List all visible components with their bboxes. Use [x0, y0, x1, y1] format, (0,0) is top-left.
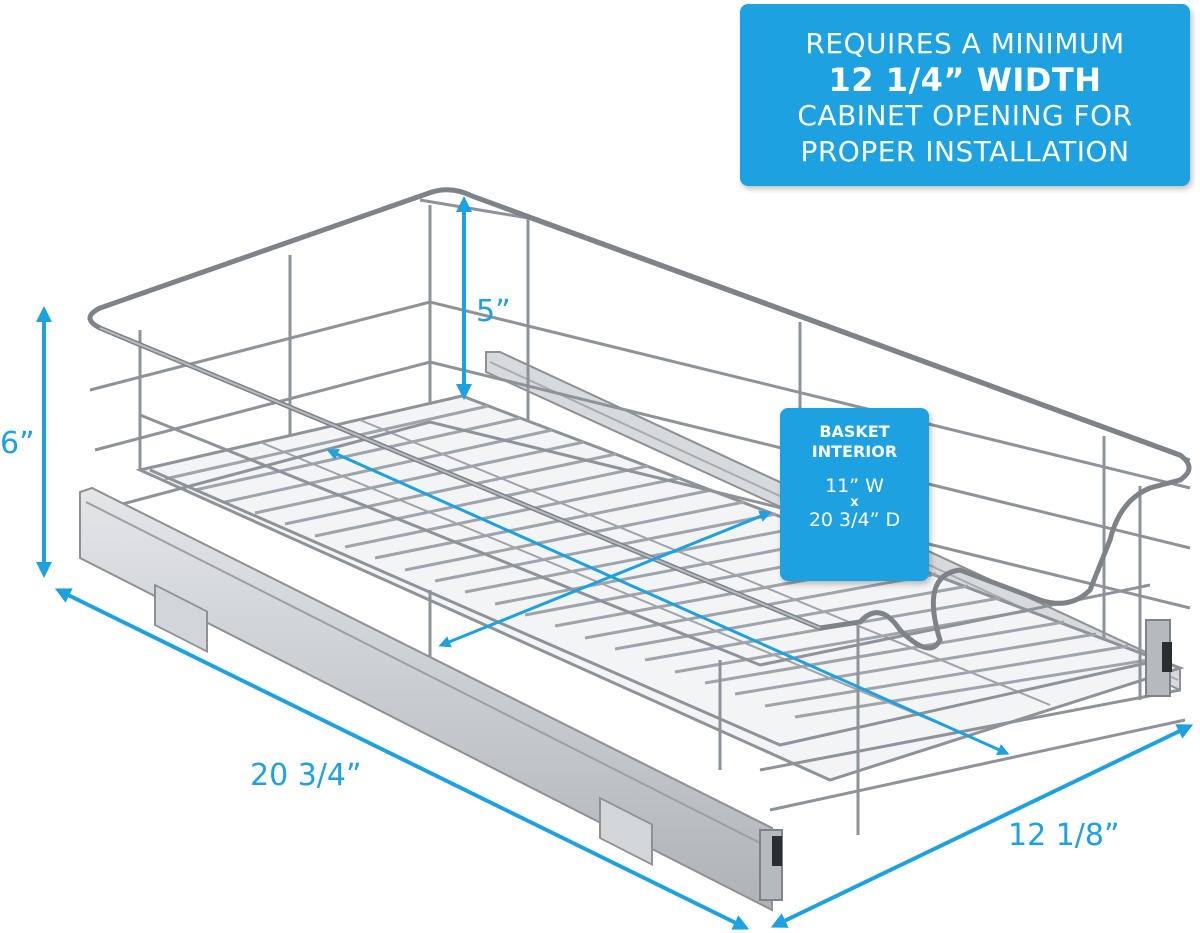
interior-times: x [850, 495, 859, 510]
wall-height-label: 5” [476, 294, 511, 329]
requirement-line-3: CABINET OPENING FOR [797, 99, 1133, 132]
requirement-line-2: 12 1/4” WIDTH [828, 61, 1102, 99]
basket-interior-callout: BASKET INTERIOR 11” W x 20 3/4” D [780, 408, 929, 581]
arrow-depth [54, 588, 750, 930]
width-label: 12 1/8” [1008, 818, 1120, 853]
interior-depth: 20 3/4” D [808, 509, 901, 531]
installation-requirement-callout: REQUIRES A MINIMUM 12 1/4” WIDTH CABINET… [740, 4, 1190, 186]
arrow-width [770, 724, 1194, 928]
requirement-line-4: PROPER INSTALLATION [800, 135, 1130, 168]
interior-heading-2: INTERIOR [811, 442, 898, 461]
dimension-arrows [36, 196, 1194, 930]
arrow-interior-width [438, 510, 772, 648]
depth-label: 20 3/4” [250, 758, 362, 793]
interior-heading-1: BASKET [819, 422, 890, 441]
overall-height-label: 6” [0, 426, 35, 461]
basket-floor [135, 394, 1185, 782]
interior-width: 11” W [825, 475, 884, 497]
requirement-line-1: REQUIRES A MINIMUM [805, 27, 1125, 60]
